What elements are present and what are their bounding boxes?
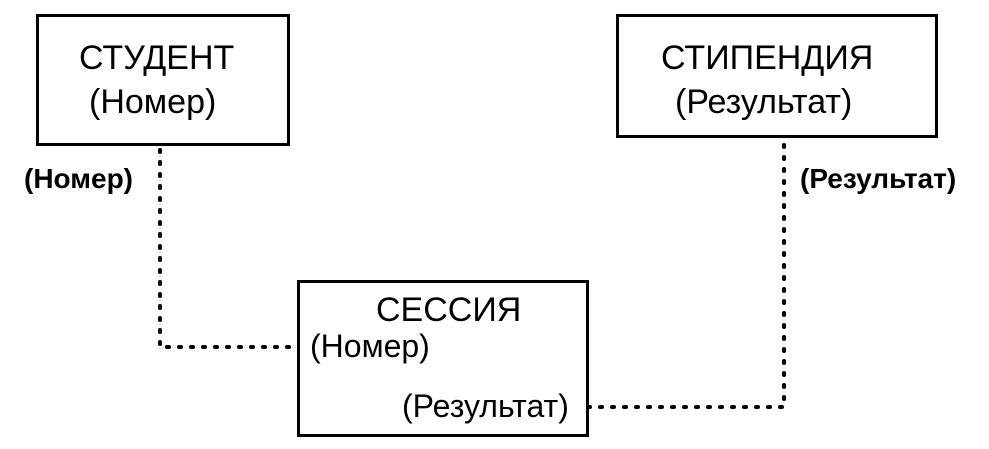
- student-entity-title: СТУДЕНТ: [79, 39, 235, 77]
- student-session-connector: [158, 148, 300, 349]
- scholarship-entity: СТИПЕНДИЯ (Результат): [616, 14, 938, 138]
- scholarship-entity-title: СТИПЕНДИЯ: [661, 39, 874, 77]
- student-entity: СТУДЕНТ (Номер): [36, 14, 290, 146]
- session-attr-result: (Результат): [402, 388, 569, 424]
- session-entity-title: СЕССИЯ: [376, 291, 522, 329]
- student-link-label: (Номер): [24, 163, 133, 194]
- scholarship-link-label: (Результат): [800, 163, 957, 194]
- session-attr-number: (Номер): [310, 328, 430, 364]
- session-scholarship-connector: [586, 138, 786, 409]
- scholarship-entity-key: (Результат): [675, 83, 853, 121]
- session-entity: СЕССИЯ: [297, 280, 589, 437]
- student-entity-key: (Номер): [89, 83, 217, 121]
